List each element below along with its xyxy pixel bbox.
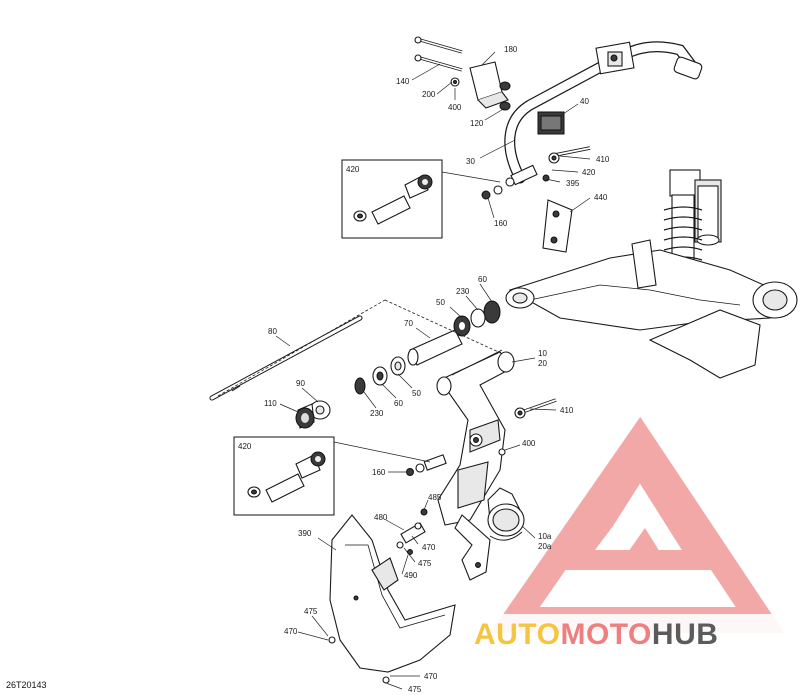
alignment-line-left: [217, 299, 386, 397]
label-50-top: 50: [436, 298, 445, 307]
label-390: 390: [298, 529, 312, 538]
label-inset-420-bot: 420: [238, 442, 252, 451]
label-60-bot: 60: [394, 399, 403, 408]
link-parts-160: [406, 454, 447, 476]
knuckle-10-20: [436, 349, 515, 581]
bushings-90-110: [295, 400, 331, 429]
nut-400-mid: [498, 448, 506, 456]
watermark-wordmark: AUTOMOTOHUB: [470, 614, 800, 651]
label-10a: 10a: [538, 532, 552, 541]
label-475-bot: 475: [408, 685, 422, 694]
bolt-140: [414, 36, 463, 87]
inset-box-top: [341, 159, 443, 239]
label-420-top: 420: [582, 168, 596, 177]
label-410-mid: 410: [560, 406, 574, 415]
watermark-hub: HUB: [652, 618, 719, 651]
skid-plate-390: [328, 514, 456, 684]
label-200: 200: [422, 90, 436, 99]
label-80: 80: [268, 327, 277, 336]
label-400-top: 400: [448, 103, 462, 112]
label-30: 30: [466, 157, 475, 166]
diagram-code: 26T20143: [6, 680, 47, 690]
watermark-triangle-logo: [490, 416, 785, 633]
bushing-stack-bottom: [354, 356, 406, 395]
link-rod-parts: [481, 164, 550, 200]
inset-leader-top: [441, 171, 501, 183]
bolt-410-mid: [514, 398, 557, 419]
shaft-80: [209, 315, 363, 401]
label-140: 140: [396, 77, 410, 86]
bracket-440: [542, 199, 573, 253]
label-480: 480: [374, 513, 388, 522]
label-inset-420-top: 420: [346, 165, 360, 174]
label-470-low: 470: [284, 627, 298, 636]
sleeve-70: [407, 329, 463, 366]
hub-10a-20a: [487, 487, 525, 541]
label-120: 120: [470, 119, 484, 128]
bolt-410-top: [548, 146, 591, 164]
label-490: 490: [404, 571, 418, 580]
stabilizer-bar: [504, 41, 703, 184]
label-470-bot: 470: [424, 672, 438, 681]
label-395: 395: [566, 179, 580, 188]
bracket-180: [469, 61, 511, 111]
label-470-mid: 470: [422, 543, 436, 552]
label-440: 440: [594, 193, 608, 202]
label-40: 40: [580, 97, 589, 106]
watermark-moto: MOTO: [560, 618, 651, 651]
bushing-40: [537, 111, 565, 135]
alignment-line-right: [384, 299, 506, 356]
label-475-low: 475: [304, 607, 318, 616]
inset-box-bottom: [233, 436, 335, 516]
label-410-top: 410: [596, 155, 610, 164]
label-180: 180: [504, 45, 518, 54]
label-110: 110: [264, 399, 277, 408]
upper-a-arm: [505, 239, 798, 379]
label-70: 70: [404, 319, 413, 328]
label-400-mid: 400: [522, 439, 536, 448]
label-475-mid: 475: [418, 559, 432, 568]
label-160-top: 160: [494, 219, 508, 228]
label-20a: 20a: [538, 542, 552, 551]
label-60-top: 60: [478, 275, 487, 284]
label-90: 90: [296, 379, 305, 388]
label-160-bot: 160: [372, 468, 386, 477]
label-230-bot: 230: [370, 409, 384, 418]
label-230-top: 230: [456, 287, 470, 296]
watermark-auto: AUTO: [474, 618, 560, 651]
label-50-bot: 50: [412, 389, 421, 398]
leader-lines: [275, 51, 591, 690]
svg-text:AUTOMOTOHUB: AUTOMOTOHUB: [474, 618, 718, 651]
label-485: 485: [428, 493, 442, 502]
inset-leader-bottom: [333, 441, 431, 463]
bushing-stack-top: [453, 300, 501, 337]
label-10: 10: [538, 349, 547, 358]
label-20: 20: [538, 359, 547, 368]
callout-labels: 180 140 200 400 120 40 30 410 420 395 44…: [238, 45, 610, 694]
